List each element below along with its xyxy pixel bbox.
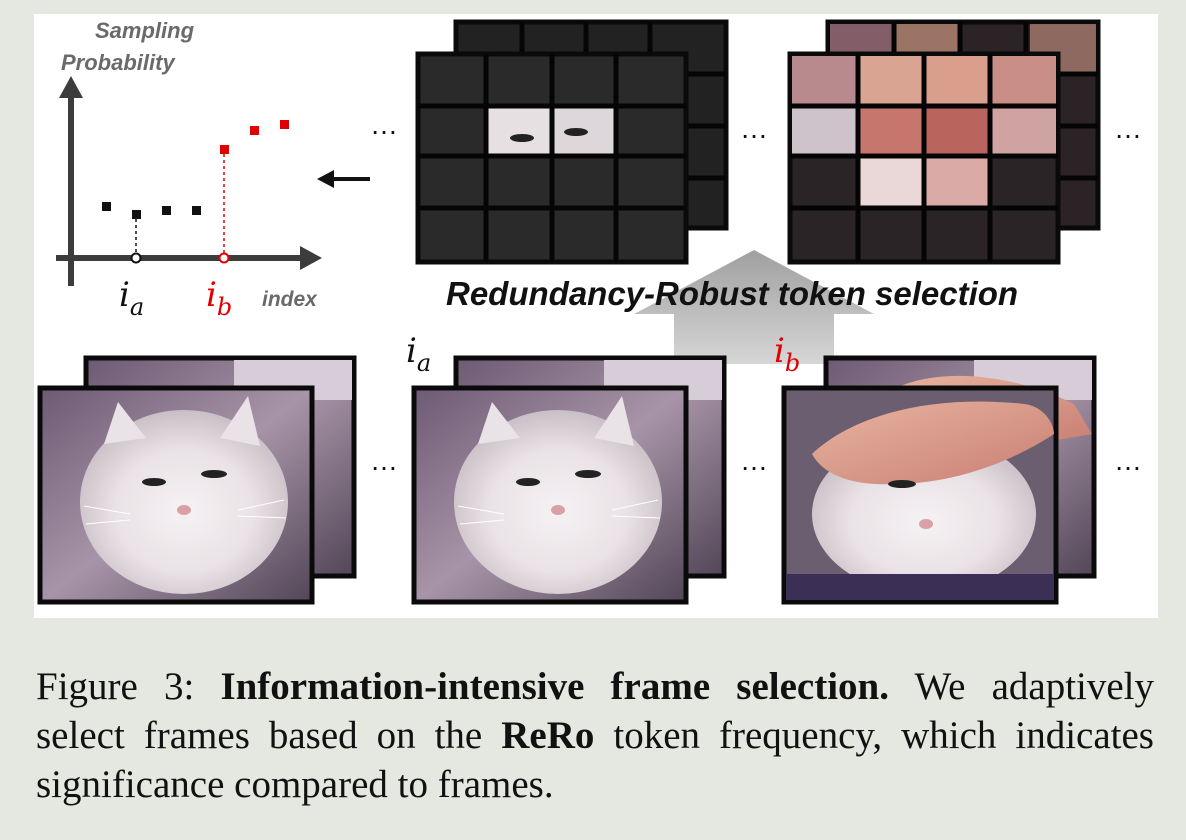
diagram-canvas: Sampling Probability index ia ib [37, 18, 1142, 605]
hand-image [812, 401, 1054, 485]
figure-panel: Sampling Probability index ia ib [34, 14, 1158, 618]
x-axis-arrow-icon [300, 246, 322, 270]
ellipsis-top-2: … [740, 113, 768, 144]
marker-ib [218, 252, 230, 264]
caption-text-2: token frequency, which indicates signifi… [36, 714, 1154, 806]
figure-caption: Figure 3: Information-intensive frame se… [36, 662, 1154, 809]
highlighted-token [990, 56, 1056, 106]
plot-point-black [162, 206, 171, 215]
cat-image [454, 410, 662, 594]
video-frame-1-front [37, 385, 315, 605]
y-axis-label-line2: Probability [61, 50, 176, 75]
upward-arrow-shape [634, 250, 874, 364]
highlighted-token [858, 56, 924, 106]
ellipsis-top-3: … [1114, 113, 1142, 144]
caption-text-1: We adaptively select frames based on the [36, 665, 1155, 757]
highlighted-token [924, 56, 990, 106]
plot-point-black [192, 206, 201, 215]
token-grid-2-front [787, 51, 1061, 265]
caption-figure-label: Figure 3: [36, 665, 195, 708]
ellipsis-bottom-1: … [370, 445, 398, 476]
caption-rero: ReRo [501, 714, 595, 757]
cat-image [80, 410, 288, 594]
video-frame-3-front [781, 385, 1059, 605]
plot-point-red [250, 126, 259, 135]
highlighted-token [792, 106, 858, 156]
highlighted-token [990, 106, 1056, 156]
sampling-probability-plot: Sampling Probability index ia ib [56, 18, 322, 321]
y-axis-label-line1: Sampling [95, 18, 195, 43]
ellipsis-bottom-3: … [1114, 445, 1142, 476]
caption-title: Information-intensive frame selection. [220, 665, 889, 708]
plot-point-red [280, 120, 289, 129]
plot-label-ib: ib [206, 275, 232, 321]
highlighted-token [924, 106, 990, 156]
plot-point-black [102, 202, 111, 211]
frame-label-ib: ib [774, 331, 800, 377]
marker-ia [130, 252, 142, 264]
highlighted-token [486, 106, 552, 156]
video-frame-2-front [411, 385, 689, 605]
y-axis-arrow-icon [59, 76, 83, 98]
x-axis-label: index [262, 288, 318, 311]
plot-point-red [220, 145, 229, 154]
token-selection-label: Redundancy-Robust token selection [446, 275, 1018, 312]
highlighted-token [924, 156, 990, 208]
ellipsis-bottom-2: … [740, 445, 768, 476]
highlighted-token [858, 106, 924, 156]
plot-label-ia: ia [119, 275, 144, 321]
highlighted-token [858, 156, 924, 208]
highlighted-token [792, 56, 858, 106]
ellipsis-top-1: … [370, 109, 398, 140]
plot-point-black [132, 210, 141, 219]
token-grid-1-front [415, 51, 689, 265]
left-arrow-icon [317, 170, 370, 188]
frame-label-ia: ia [406, 331, 431, 377]
